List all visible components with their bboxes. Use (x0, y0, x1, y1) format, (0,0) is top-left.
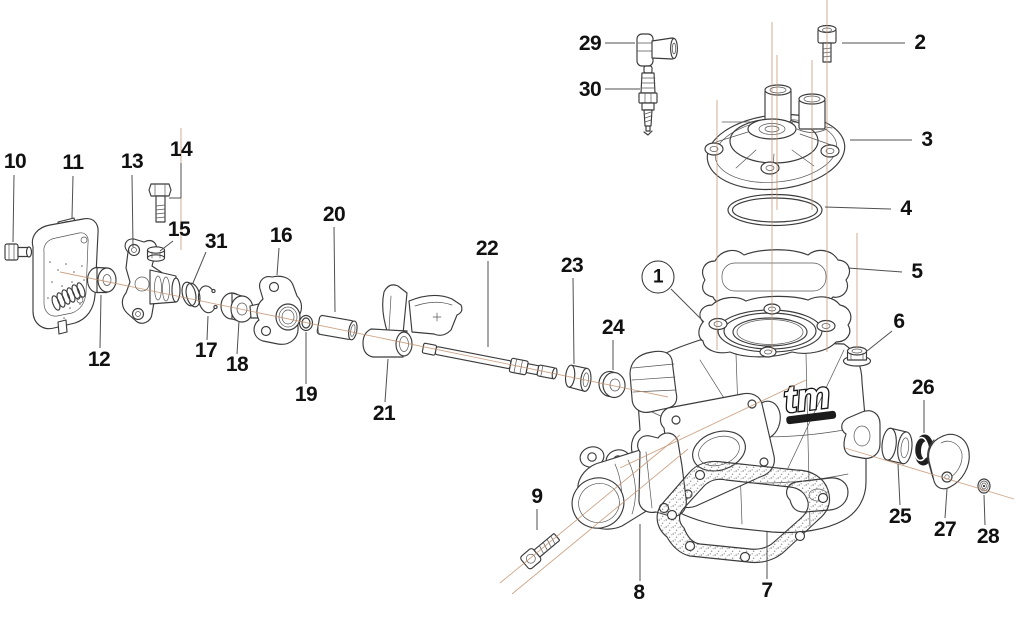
exhaust-power-valve (362, 284, 463, 358)
leader-line-1 (670, 288, 705, 323)
nut-15 (146, 246, 166, 262)
screw-10 (4, 243, 33, 261)
leader-line-11 (71, 175, 74, 219)
leader-line-layer (12, 42, 986, 581)
leader-line-6 (866, 330, 893, 352)
leader-line-10 (12, 174, 15, 243)
grommet (86, 266, 117, 294)
leader-line-21 (384, 358, 389, 403)
base-gasket (656, 460, 831, 564)
leader-line-5 (847, 267, 903, 273)
spacer-pin (316, 314, 358, 341)
valve-actuator-bracket (121, 238, 181, 324)
spark-plug-cap (636, 33, 678, 67)
leader-line-12 (99, 294, 102, 349)
valve-lever (927, 433, 970, 490)
tm-logo: tm (780, 373, 837, 425)
leader-line-13 (131, 174, 134, 248)
circlip (197, 285, 218, 314)
leader-line-15 (159, 240, 174, 252)
leader-line-25 (897, 463, 901, 506)
stipple (47, 261, 85, 319)
flange-nut (842, 346, 872, 367)
leader-line-18 (236, 320, 240, 355)
leader-line-31 (192, 251, 207, 284)
lever-bushing (881, 427, 913, 465)
leader-line-27 (944, 488, 948, 519)
leader-line-16 (276, 247, 280, 276)
hex-bolt-14 (148, 183, 172, 223)
leader-line-23 (572, 277, 575, 365)
roller-bearing (220, 292, 254, 323)
spark-plug (638, 65, 658, 136)
power-valve-cover (31, 217, 99, 335)
valve-flange (249, 275, 303, 345)
valve-shaft (421, 342, 558, 380)
leader-line-28 (983, 494, 986, 526)
leader-line-20 (333, 226, 336, 313)
head-o-ring (727, 193, 823, 227)
cylinder-head-cover (704, 84, 846, 191)
leader-line-17 (206, 315, 209, 341)
shaft-washer (598, 370, 626, 399)
socket-bolt-9 (520, 533, 560, 570)
leader-line-4 (824, 206, 892, 210)
assembly-axis-lines (59, 0, 1015, 595)
